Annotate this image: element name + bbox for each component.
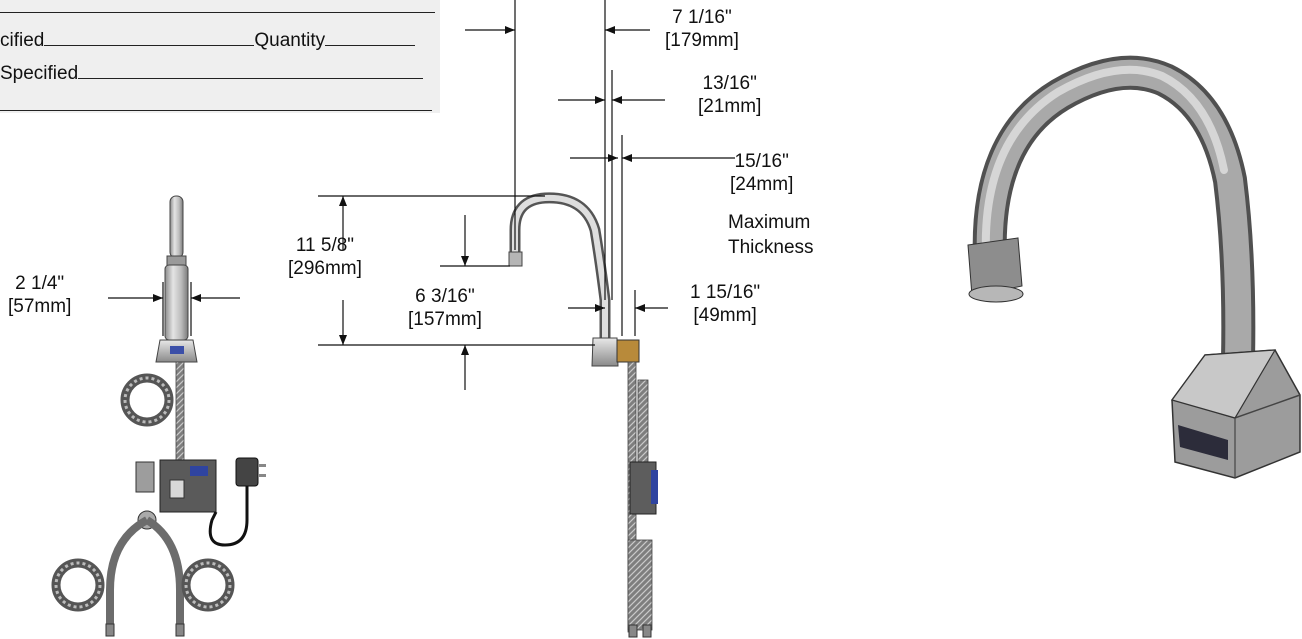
form-specified-blank-2[interactable] bbox=[78, 60, 424, 79]
dim-spout-reach: 7 1/16" [179mm] bbox=[665, 6, 739, 52]
dim-base-depth-mm: [49mm] bbox=[693, 305, 757, 326]
front-view-faucet bbox=[51, 195, 266, 637]
form-row-1: cified Quantity bbox=[0, 27, 416, 52]
front-width-dimension bbox=[108, 282, 240, 336]
dim-spout-width-inch: 13/16" bbox=[702, 73, 757, 94]
form-quantity-blank[interactable] bbox=[325, 27, 416, 46]
form-top-line bbox=[0, 0, 435, 13]
dim-spout-width-mm: [21mm] bbox=[698, 96, 762, 117]
dim-base-depth: 1 15/16" [49mm] bbox=[690, 281, 760, 327]
dim-max-thickness-mm: [24mm] bbox=[730, 174, 794, 195]
dim-overall-height-inch: 11 5/8" bbox=[295, 235, 355, 256]
form-specified-blank[interactable] bbox=[44, 27, 255, 46]
dim-overall-height: 11 5/8" [296mm] bbox=[288, 234, 362, 280]
form-row-2: Specified bbox=[0, 60, 424, 85]
dim-spout-width: 13/16" [21mm] bbox=[698, 72, 761, 118]
side-view-faucet bbox=[508, 192, 658, 638]
dim-max-thickness-inch: 15/16" bbox=[734, 151, 789, 172]
dim-max-thickness: 15/16" [24mm] bbox=[730, 150, 793, 196]
dim-spout-reach-mm: [179mm] bbox=[665, 30, 739, 51]
form-specified-label-2: Specified bbox=[0, 63, 79, 84]
side-dimension-lines bbox=[318, 0, 735, 390]
dim-spout-clearance-mm: [157mm] bbox=[408, 309, 482, 330]
dim-front-width-inch: 2 1/4" bbox=[15, 273, 65, 294]
dim-base-depth-inch: 1 15/16" bbox=[690, 282, 761, 303]
dim-spout-clearance: 6 3/16" [157mm] bbox=[408, 285, 482, 331]
faucet-3d-render bbox=[967, 55, 1301, 479]
spec-form: cified Quantity Specified bbox=[0, 0, 440, 113]
dim-spout-reach-inch: 7 1/16" bbox=[672, 7, 732, 28]
form-specified-label: cified bbox=[0, 30, 45, 51]
dim-spout-clearance-inch: 6 3/16" bbox=[415, 286, 475, 307]
dim-front-width: 2 1/4" [57mm] bbox=[8, 272, 71, 318]
dim-front-width-mm: [57mm] bbox=[8, 296, 72, 317]
dim-overall-height-mm: [296mm] bbox=[288, 258, 362, 279]
form-quantity-label: Quantity bbox=[254, 30, 326, 51]
dim-max-thickness-note: Maximum Thickness bbox=[728, 212, 814, 258]
form-row-3-blank[interactable] bbox=[0, 92, 432, 111]
